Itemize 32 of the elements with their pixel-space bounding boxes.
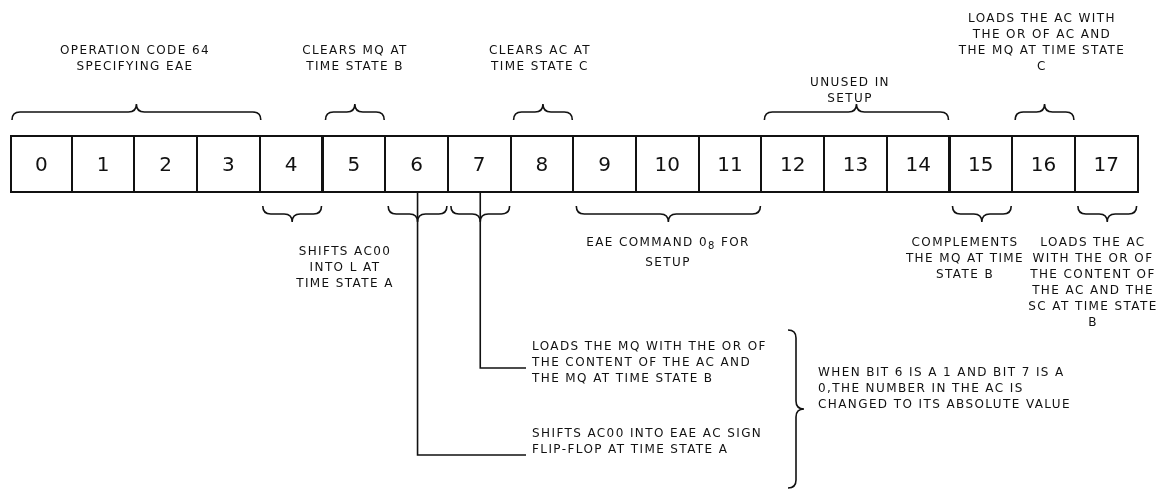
- annotation-text: CLEARS AC AT TIME STATE C: [487, 42, 593, 74]
- annotation-text: WHEN BIT 6 IS A 1 AND BIT 7 IS A 0,THE NUMBER IN THE AC IS CHANGED TO ITS ABSOLUTE VALUE: [818, 364, 1072, 412]
- bit-cell: 2: [133, 135, 199, 193]
- bit-cell: 14: [885, 135, 951, 193]
- annotation-text: LOADS THE AC WITH THE OR OF THE CONTENT OF THE AC AND THE SC AT TIME STATE B: [1028, 234, 1158, 330]
- annotation-text: UNUSED IN SETUP: [809, 74, 891, 106]
- bit-cell: 1: [70, 135, 136, 193]
- bit-cell: 17: [1073, 135, 1139, 193]
- annotation-text: SHIFTS AC00 INTO L AT TIME STATE A: [295, 243, 395, 291]
- annotation-text: LOADS THE AC WITH THE OR OF AC AND THE MQ AT TIME STATE C: [957, 10, 1127, 74]
- annotation-text: SHIFTS AC00 INTO EAE AC SIGN FLIP-FLOP AT TIME STATE A: [532, 425, 777, 457]
- bit-cell: 4: [258, 135, 324, 193]
- bit-cell: 8: [509, 135, 575, 193]
- bit-cell: 10: [635, 135, 700, 193]
- annotation-text: LOADS THE MQ WITH THE OR OF THE CONTENT OF THE AC AND THE MQ AT TIME STATE B: [532, 338, 777, 386]
- bit-cell: 16: [1011, 135, 1076, 193]
- leader-line: [479, 192, 527, 369]
- leader-line: [416, 192, 527, 456]
- annotation-text: EAE COMMAND 0$_{8}$ FOR SETUP: [585, 234, 751, 271]
- bit-cell: 6: [384, 135, 449, 193]
- bit-cell: 11: [697, 135, 763, 193]
- annotation-text: OPERATION CODE 64 SPECIFYING EAE: [59, 42, 211, 74]
- annotation-text: CLEARS MQ AT TIME STATE B: [301, 42, 409, 74]
- bit-cell: 12: [760, 135, 826, 193]
- bit-cell: 13: [823, 135, 888, 193]
- annotation-text: COMPLEMENTS THE MQ AT TIME STATE B: [904, 234, 1026, 282]
- bit-cell: 15: [948, 135, 1014, 193]
- bit-cell: 5: [321, 135, 387, 193]
- bit-cell: 7: [446, 135, 512, 193]
- bit-cell: 9: [572, 135, 637, 193]
- bit-cell: 3: [196, 135, 261, 193]
- bit-cell: 0: [10, 135, 73, 193]
